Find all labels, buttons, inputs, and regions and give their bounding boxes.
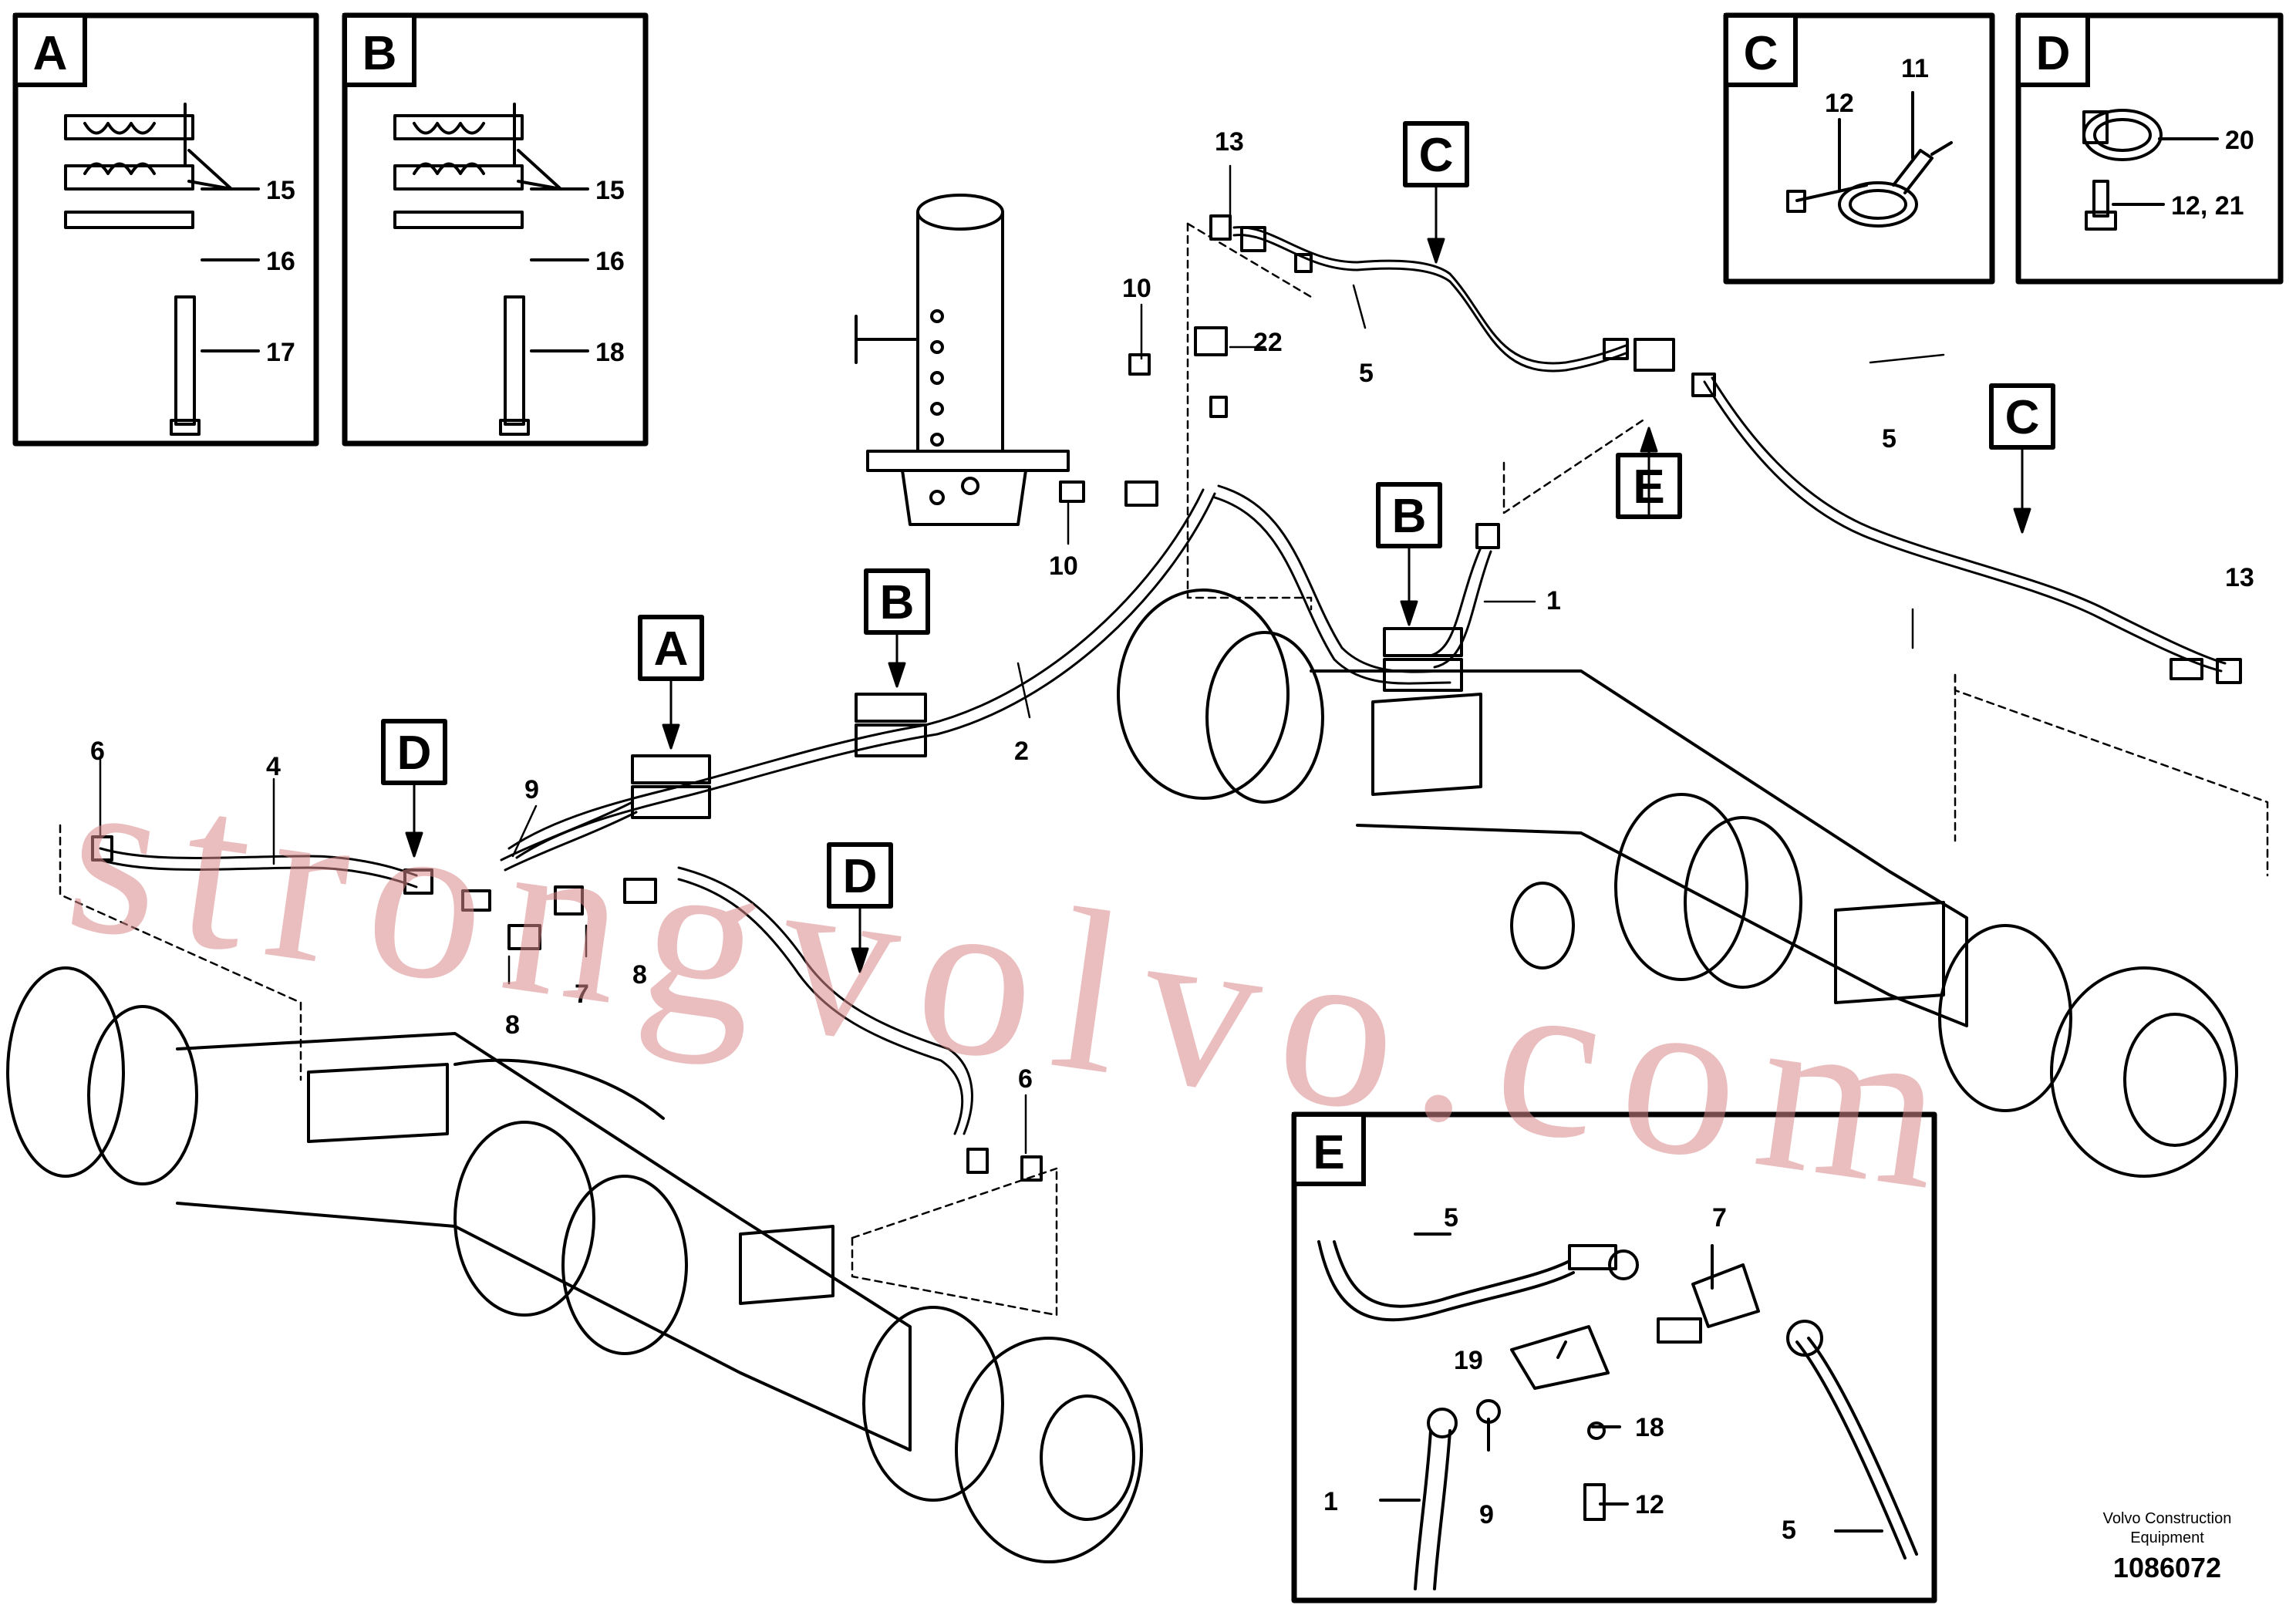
leader-lines (99, 164, 1945, 1155)
hose-lines (99, 226, 2227, 1135)
detail-panel-e (1291, 1111, 1937, 1603)
part-label-8-bottom: 8 (505, 1010, 520, 1040)
callout-letter-d-lower: D (843, 850, 878, 903)
clamp-assembly-a (64, 103, 260, 436)
part-label-10-bottom: 10 (1049, 551, 1078, 581)
callout-letter-a: A (654, 622, 689, 676)
part-label-9: 9 (524, 775, 539, 804)
front-axle (6, 966, 1143, 1563)
detail-panel-b (342, 12, 649, 447)
part-label-5-upper: 5 (1359, 359, 1374, 388)
detail-e-hoses (1317, 1233, 1918, 1590)
footer: Volvo Construction Equipment 1086072 (2103, 1510, 2232, 1583)
callout-letter-e: E (1633, 460, 1664, 514)
part-label-7: 7 (575, 980, 589, 1009)
part-label-5-e-bottom: 5 (1782, 1516, 1796, 1545)
fittings (91, 214, 2242, 1182)
part-number-labels: 15 16 17 15 16 18 12 11 20 12, 21 13 10 … (90, 54, 2254, 1545)
detail-panel-d (2015, 12, 2284, 285)
panel-letter-b: B (362, 27, 397, 80)
callout-arrows (405, 184, 2031, 973)
part-label-12-c: 12 (1825, 89, 1854, 118)
part-label-1: 1 (1546, 586, 1561, 615)
part-label-12-e: 12 (1635, 1490, 1664, 1519)
valve-cylinder (855, 194, 1070, 526)
hose-clip-c (1786, 91, 1953, 228)
panel-letter-d: D (2036, 27, 2071, 80)
clamp-assembly-b (393, 103, 589, 436)
part-label-12-21: 12, 21 (2171, 191, 2244, 221)
watermark: strongvolvo.com (55, 722, 1981, 1242)
connection-lines (59, 222, 2269, 1317)
part-label-1-e: 1 (1323, 1487, 1338, 1516)
part-label-5-right: 5 (1882, 424, 1896, 454)
part-label-15-b: 16 (595, 247, 625, 276)
callout-letter-c-right: C (2005, 391, 2040, 444)
part-label-14-b: 15 (595, 176, 625, 205)
part-label-2: 2 (1014, 737, 1029, 766)
hose-clamps (631, 627, 1463, 819)
footer-company-line1: Volvo Construction (2103, 1510, 2232, 1527)
part-label-6-right: 6 (1018, 1064, 1033, 1094)
panel-letters: A B C D E C E C B B A D D (13, 13, 2090, 1186)
part-label-19: 19 (1454, 1346, 1483, 1375)
part-label-18: 18 (1635, 1413, 1664, 1442)
panel-letter-c: C (1744, 27, 1778, 80)
part-label-13-right: 13 (2225, 563, 2254, 592)
callout-letter-c-top: C (1419, 129, 1454, 182)
part-label-15-a: 16 (266, 247, 295, 276)
part-label-14-a: 15 (266, 176, 295, 205)
part-label-16: 17 (266, 338, 295, 367)
part-label-10-top: 10 (1122, 274, 1151, 303)
panel-letter-e: E (1313, 1126, 1344, 1179)
part-label-7-e: 7 (1712, 1203, 1727, 1233)
callout-letter-b-right: B (1392, 490, 1427, 543)
part-label-5-e-top: 5 (1444, 1203, 1458, 1233)
part-label-11: 11 (1901, 54, 1929, 83)
p-clamp-d (2082, 109, 2219, 231)
panel-letter-a: A (33, 27, 68, 80)
part-label-4: 4 (266, 752, 281, 781)
rear-axle (1117, 588, 2238, 1178)
part-label-8-top: 8 (632, 960, 647, 990)
part-label-20: 20 (2225, 126, 2254, 155)
part-label-17: 18 (595, 338, 625, 367)
part-label-9-e: 9 (1479, 1500, 1494, 1529)
callout-letter-d-left: D (397, 727, 432, 780)
part-label-22: 22 (1253, 328, 1283, 357)
drawing-number: 1086072 (2113, 1552, 2221, 1583)
footer-company-line2: Equipment (2130, 1529, 2204, 1546)
detail-panel-a (12, 12, 319, 447)
part-label-13-top: 13 (1215, 127, 1244, 157)
callout-letter-b-left: B (880, 576, 915, 629)
part-label-6-left: 6 (90, 737, 105, 766)
detail-panel-c (1723, 12, 1995, 285)
